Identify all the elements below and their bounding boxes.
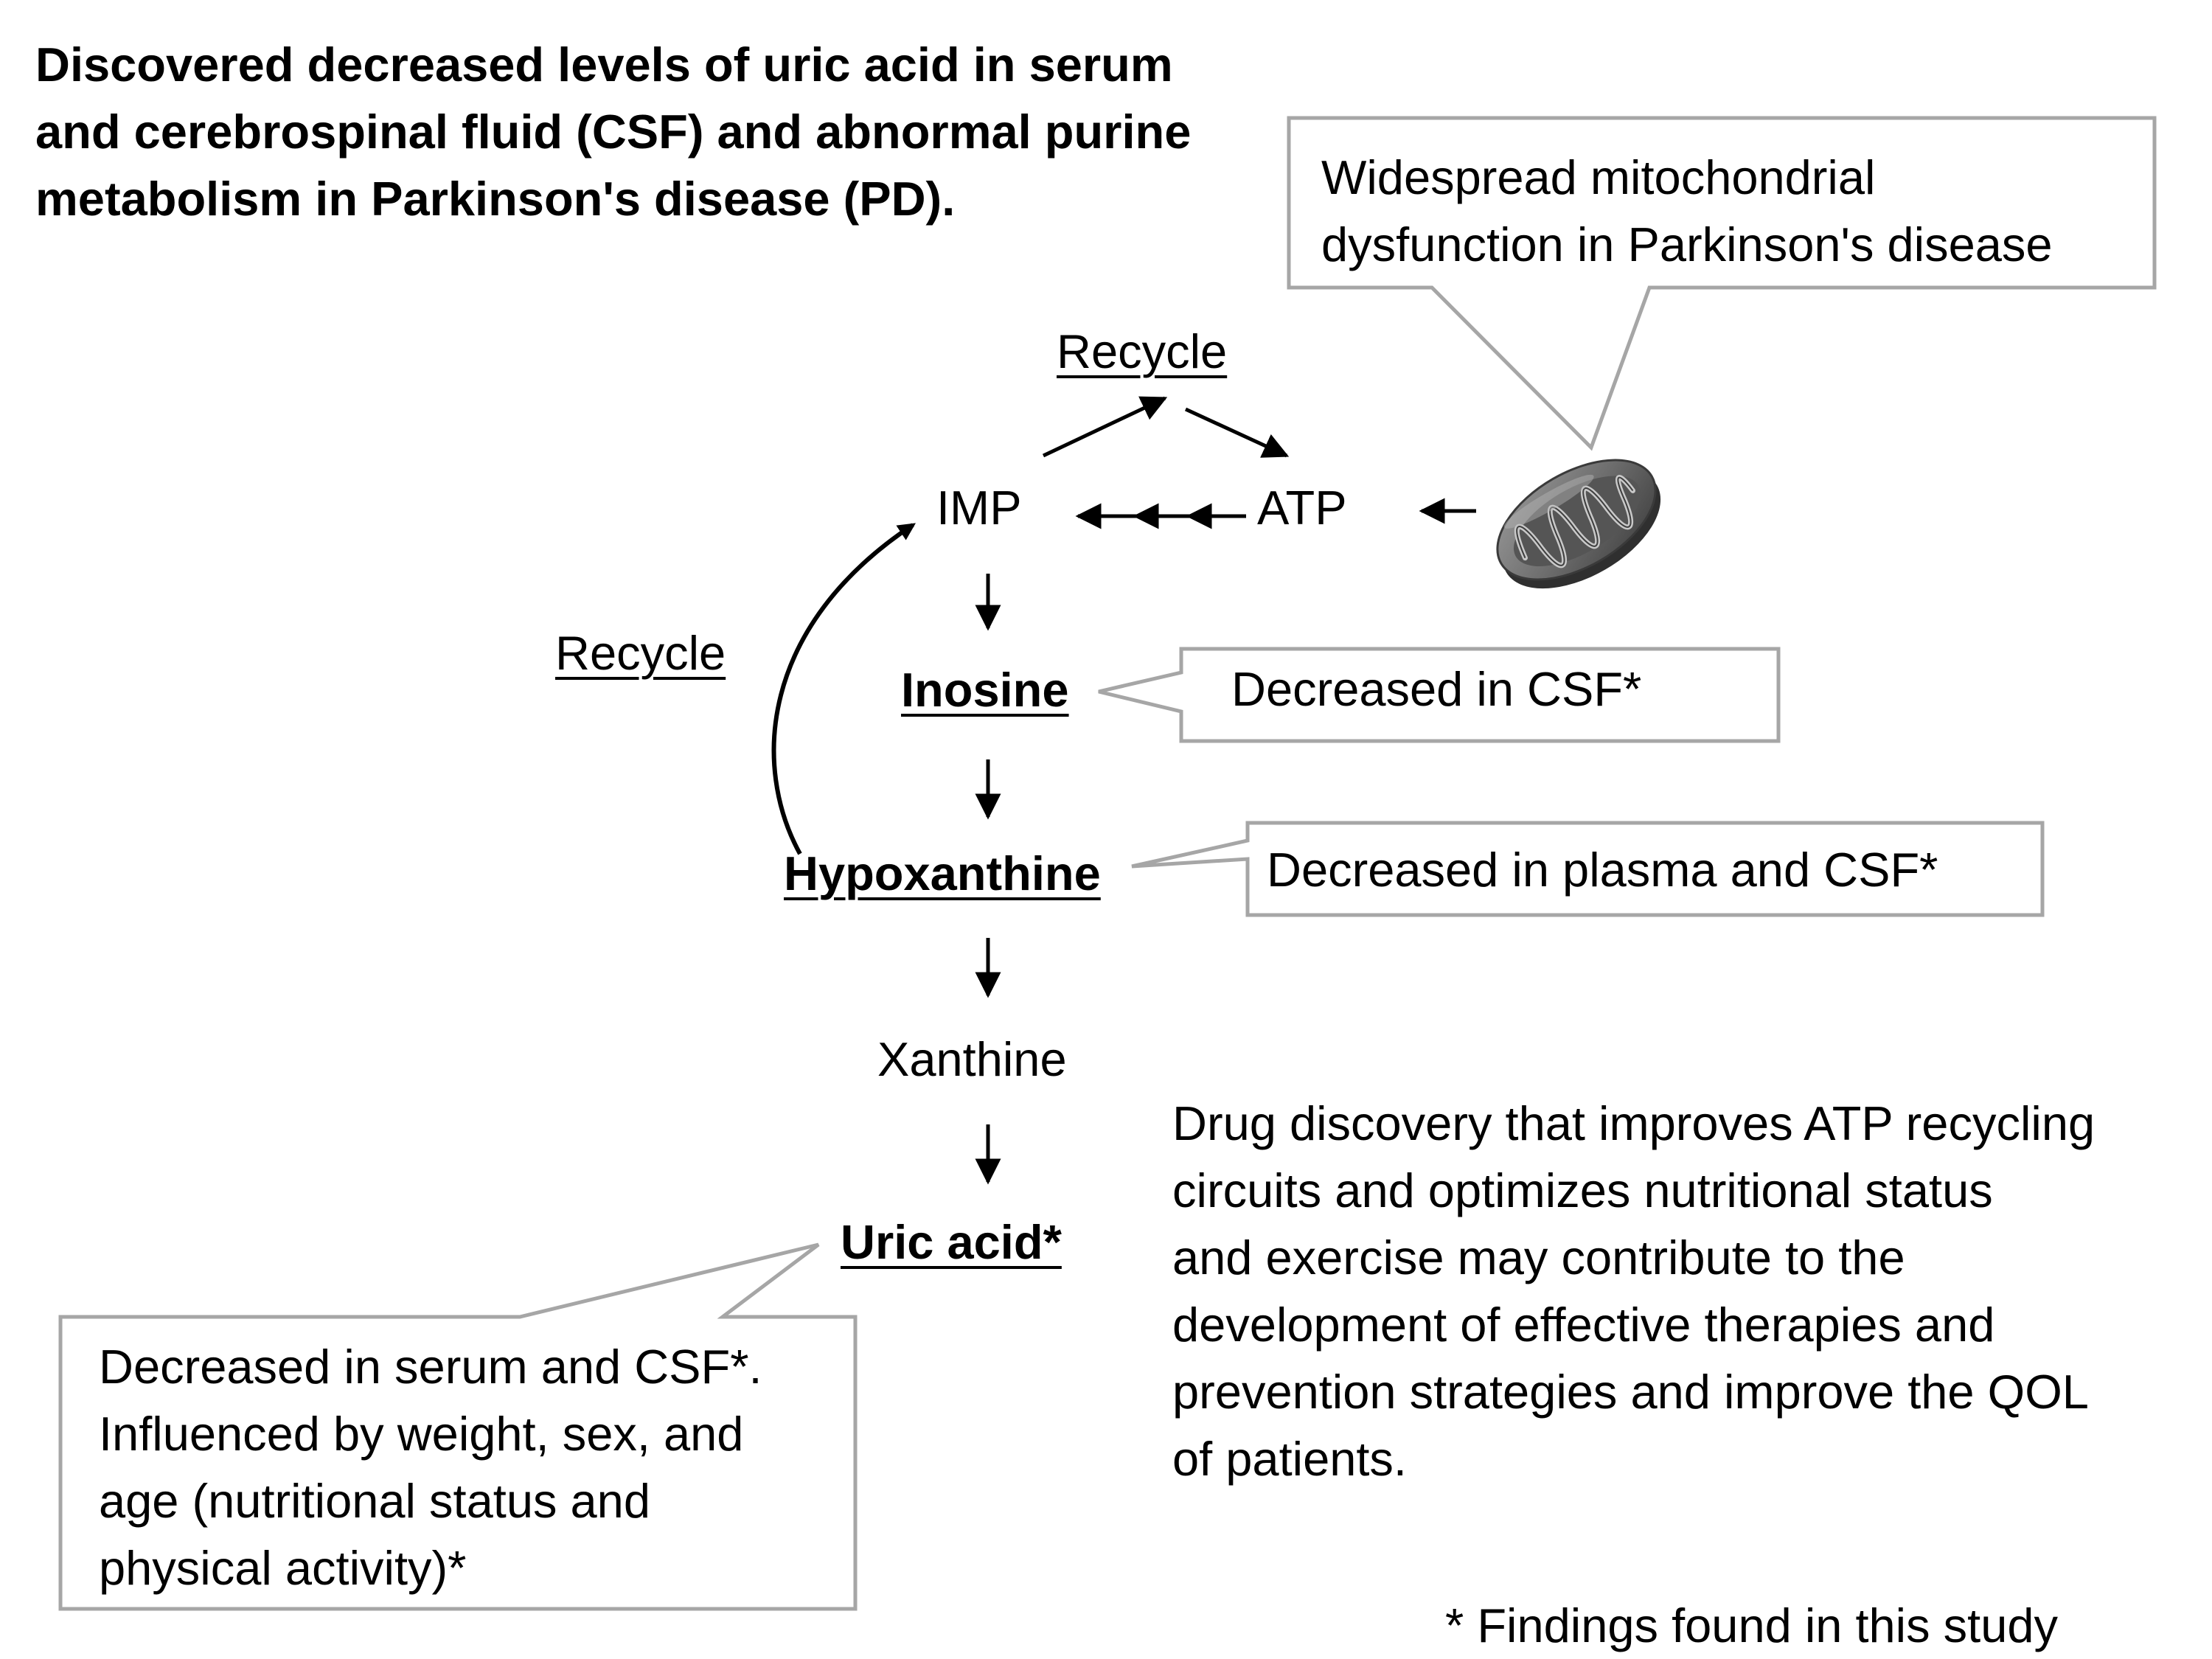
title-line: and cerebrospinal fluid (CSF) and abnorm… [35, 105, 1192, 159]
callout-mitochondria: Widespread mitochondrial dysfunction in … [1321, 144, 2053, 278]
conclusion-line: circuits and optimizes nutritional statu… [1172, 1164, 1993, 1217]
conclusion-line: prevention strategies and improve the QO… [1172, 1365, 2089, 1419]
callout-hypoxanthine-box [1131, 821, 2045, 917]
callout-line: age (nutritional status and [99, 1474, 650, 1528]
recycle-label-top: Recycle [1057, 324, 1228, 378]
atp-node: ATP [1257, 481, 1347, 535]
conclusion-line: Drug discovery that improves ATP recycli… [1172, 1096, 2096, 1150]
footnote: * Findings found in this study [1445, 1599, 2059, 1652]
callout-uric-acid: Decreased in serum and CSF*. Influenced … [99, 1333, 762, 1601]
callout-line: Decreased in serum and CSF*. [99, 1340, 762, 1394]
arrow-recycle-to-atp [1184, 407, 1290, 458]
callout-mitochondria-box [1287, 116, 2157, 451]
conclusion-line: of patients. [1172, 1432, 1407, 1486]
inosine-node: Inosine [901, 663, 1069, 717]
imp-node: IMP [936, 481, 1022, 535]
page-title: Discovered decreased levels of uric acid… [35, 31, 1191, 232]
callout-inosine-text: Decreased in CSF* [1231, 662, 1642, 716]
conclusion-line: development of effective therapies and [1172, 1298, 1995, 1352]
title-line: Discovered decreased levels of uric acid… [35, 38, 1173, 91]
callout-line: physical activity)* [99, 1541, 467, 1595]
callout-hypoxanthine-text: Decreased in plasma and CSF* [1267, 843, 1938, 897]
conclusion-paragraph: Drug discovery that improves ATP recycli… [1172, 1090, 2095, 1492]
hypoxanthine-node: Hypoxanthine [784, 846, 1101, 900]
callout-line: dysfunction in Parkinson's disease [1321, 218, 2053, 271]
callout-line: Widespread mitochondrial [1321, 150, 1876, 204]
recycle-label-left: Recycle [555, 626, 726, 680]
title-line: metabolism in Parkinson's disease (PD). [35, 172, 956, 226]
xanthine-node: Xanthine [877, 1032, 1067, 1086]
mitochondrion-icon [1496, 459, 1661, 589]
conclusion-line: and exercise may contribute to the [1172, 1231, 1905, 1284]
callout-inosine-box [1098, 647, 1781, 743]
arrow-hypoxanthine-recycle-to-imp [771, 523, 916, 855]
arrow-imp-to-recycle [1042, 396, 1168, 458]
callout-uric-acid-box [58, 1242, 858, 1611]
callout-line: Influenced by weight, sex, and [99, 1407, 744, 1461]
uric-acid-node: Uric acid* [841, 1215, 1062, 1269]
